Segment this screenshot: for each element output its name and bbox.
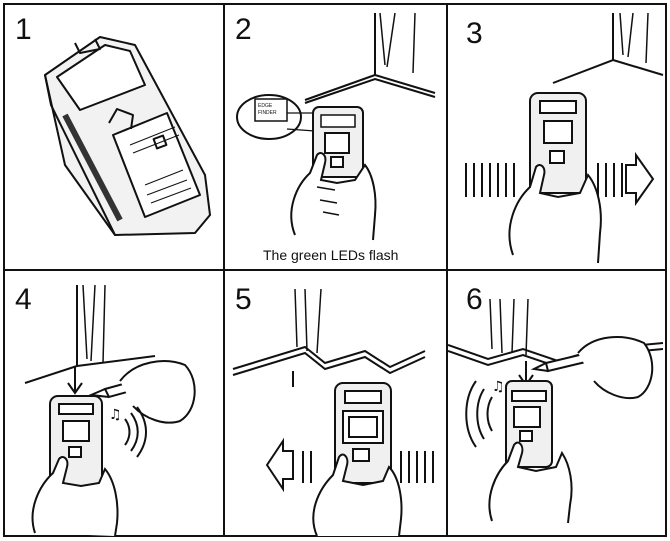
callout-finder: FINDER [258,110,277,116]
step-number: 3 [466,17,483,50]
door-label-text [129,126,192,204]
step-4-panel: 4 ♫ [3,269,225,537]
step-number: 5 [235,283,252,316]
step-number: 4 [15,283,32,316]
hollow-arrow-icon [265,437,294,493]
hollow-arrow-icon [625,151,655,207]
step-5-panel: 5 [223,269,448,537]
step-number: 2 [235,13,252,46]
scan-right-illustration [465,12,664,264]
battery-door-illustration [44,36,211,236]
mark-edge-illustration: ♫ [24,284,196,537]
music-note-icon: ♫ [109,407,122,423]
step-1-panel: 1 [3,3,225,271]
step-2-caption: The green LEDs flash [263,247,399,263]
music-note-icon: ♫ [492,379,505,395]
step-number: 1 [15,13,32,46]
scan-left-illustration [232,288,434,537]
step-6-panel: 6 [446,269,667,537]
mark-second-edge-illustration: ♫ [448,298,664,524]
motion-lines [465,163,623,197]
motion-lines [302,451,434,483]
edge-finder-illustration: EDGE FINDER [236,12,436,241]
step-number: 6 [466,283,483,316]
step-3-panel: 3 [446,3,667,271]
step-2-panel: 2 EDGE FINDER Th [223,3,448,271]
callout-edge: EDGE [258,103,273,109]
